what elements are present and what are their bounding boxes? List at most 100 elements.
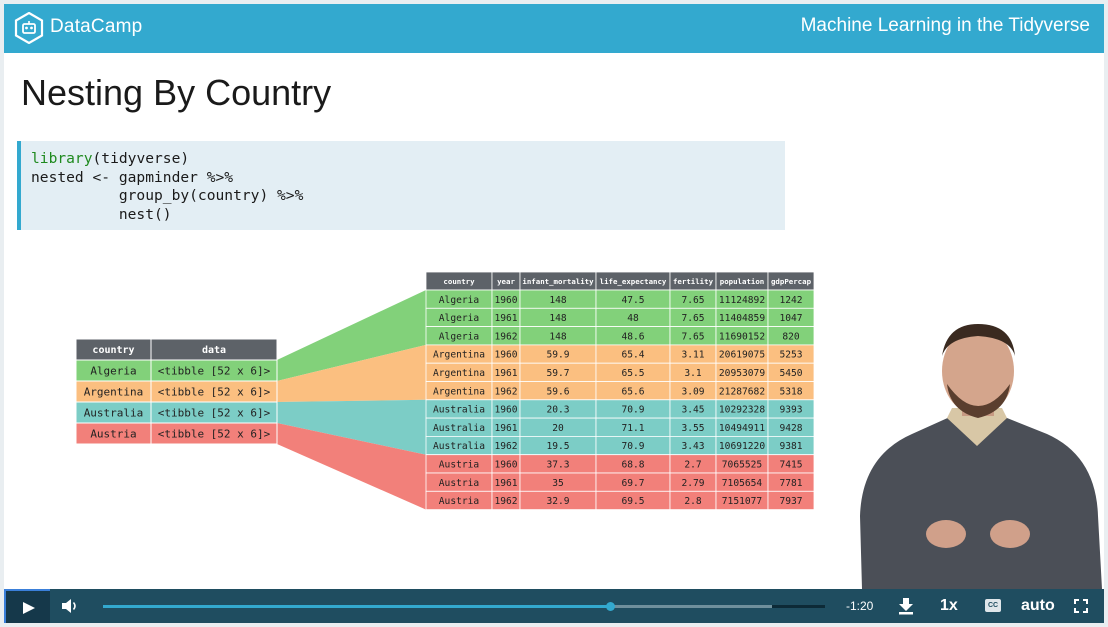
expanded-cell-value: 7065525 (722, 460, 762, 471)
connector-band-austria (277, 423, 426, 510)
expanded-cell-value: 65.6 (621, 386, 644, 397)
closed-captions-icon[interactable]: CC (985, 599, 1001, 612)
nested-data-label: <tibble [52 x 6]> (158, 407, 271, 420)
expanded-header-label: life_expectancy (600, 277, 667, 286)
expanded-cell-value: 59.6 (546, 386, 569, 397)
playback-speed-button[interactable]: 1x (940, 597, 958, 614)
expanded-cell-value: 11124892 (719, 295, 765, 306)
expanded-cell-value: 7415 (779, 460, 802, 471)
expanded-header-label: population (720, 277, 765, 286)
presenter-video (860, 324, 1102, 589)
expanded-cell-value: 1960 (494, 460, 517, 471)
expanded-cell-value: 65.4 (621, 350, 644, 361)
progress-thumb[interactable] (605, 602, 615, 611)
expanded-cell-value: 59.7 (546, 368, 569, 379)
expanded-cell-value: 11404859 (719, 313, 765, 324)
expanded-cell-value: Argentina (433, 368, 485, 379)
volume-icon[interactable] (60, 597, 80, 615)
expanded-cell-value: 3.55 (681, 423, 704, 434)
nested-header-label: country (92, 345, 134, 356)
expanded-cell-value: 9428 (779, 423, 802, 434)
expanded-header-label: year (497, 277, 515, 286)
expanded-cell-value: 7151077 (722, 496, 763, 507)
progress-bar[interactable] (103, 602, 825, 611)
expanded-cell-value: Algeria (439, 295, 479, 306)
play-button[interactable] (4, 589, 50, 623)
expanded-cell-value: Argentina (433, 350, 485, 361)
expanded-cell-value: 2.8 (684, 496, 702, 507)
expanded-cell-value: Australia (433, 441, 485, 452)
expanded-cell-value: 10292328 (719, 405, 765, 416)
expanded-header-label: country (443, 277, 475, 286)
code-line-4: nest() (31, 205, 172, 223)
expanded-cell-value: 1962 (494, 386, 517, 397)
nested-data-label: <tibble [52 x 6]> (158, 365, 271, 378)
expanded-cell-value: 1960 (494, 350, 517, 361)
expanded-cell-value: 69.5 (621, 496, 644, 507)
expanded-cell-value: 3.11 (681, 350, 704, 361)
code-block: library(tidyverse) nested <- gapminder %… (17, 141, 785, 230)
expanded-cell-value: 3.45 (681, 405, 704, 416)
expanded-cell-value: 7781 (779, 478, 802, 489)
expanded-cell-value: 71.1 (621, 423, 644, 434)
nested-country-label: Algeria (90, 365, 136, 378)
expanded-cell-value: 47.5 (621, 295, 644, 306)
expanded-cell-value: 3.1 (684, 368, 702, 379)
expanded-cell-value: 59.9 (546, 350, 569, 361)
expanded-cell-value: 48 (627, 313, 639, 324)
quality-button[interactable]: auto (1021, 597, 1055, 614)
expanded-cell-value: 7105654 (722, 478, 763, 489)
expanded-cell-value: 148 (549, 313, 567, 324)
nested-country-label: Argentina (84, 386, 144, 399)
course-title: Machine Learning in the Tidyverse (800, 15, 1090, 36)
expanded-cell-value: 3.43 (681, 441, 704, 452)
fullscreen-icon[interactable] (1074, 599, 1088, 613)
video-frame: DataCamp Machine Learning in the Tidyver… (4, 4, 1104, 623)
expanded-cell-value: 7.65 (681, 331, 704, 342)
brand-name: DataCamp (50, 16, 143, 37)
expanded-cell-value: Argentina (433, 386, 485, 397)
code-line-2: nested <- gapminder %>% (31, 168, 234, 186)
datacamp-logo-icon (14, 12, 44, 44)
code-function: library (31, 150, 93, 167)
expanded-cell-value: 1961 (494, 423, 517, 434)
expanded-cell-value: 32.9 (546, 496, 569, 507)
expanded-cell-value: 1961 (494, 313, 517, 324)
expanded-cell-value: 7937 (779, 496, 802, 507)
expanded-cell (767, 490, 815, 510)
connector-band-australia (277, 399, 426, 455)
expanded-cell-value: 148 (549, 295, 567, 306)
expanded-cell-value: 10691220 (719, 441, 765, 452)
progress-played (103, 605, 611, 608)
expanded-header-label: infant_mortality (522, 277, 594, 286)
expanded-cell-value: 1960 (494, 295, 517, 306)
play-icon (23, 602, 35, 614)
expanded-cell-value: 20 (552, 423, 564, 434)
expanded-cell-value: 2.79 (681, 478, 704, 489)
expanded-cell-value: 70.9 (621, 441, 644, 452)
expanded-cell-value: Algeria (439, 313, 479, 324)
expanded-cell-value: 1047 (779, 313, 802, 324)
header-bar: DataCamp Machine Learning in the Tidyver… (4, 4, 1104, 53)
expanded-cell-value: 1961 (494, 478, 517, 489)
expanded-cell-value: 1961 (494, 368, 517, 379)
expanded-cell-value: Austria (439, 496, 479, 507)
expanded-cell-value: 21287682 (719, 386, 765, 397)
download-icon[interactable] (896, 596, 916, 616)
expanded-cell-value: 65.5 (621, 368, 644, 379)
expanded-cell-value: 5253 (779, 350, 802, 361)
expanded-cell-value: 7.65 (681, 313, 704, 324)
slide-title: Nesting By Country (21, 72, 332, 113)
expanded-cell-value: 20619075 (719, 350, 765, 361)
connector-band-argentina (277, 344, 426, 402)
expanded-cell-value: 35 (552, 478, 564, 489)
expanded-cell-value: 69.7 (621, 478, 644, 489)
nested-header-label: data (202, 345, 226, 356)
expanded-cell-value: 820 (782, 331, 800, 342)
expanded-cell-value: Algeria (439, 331, 479, 342)
expanded-header-label: fertility (673, 277, 714, 286)
expanded-cell-value: 37.3 (546, 460, 569, 471)
nested-data-label: <tibble [52 x 6]> (158, 428, 271, 441)
expanded-cell-value: 20.3 (546, 405, 569, 416)
